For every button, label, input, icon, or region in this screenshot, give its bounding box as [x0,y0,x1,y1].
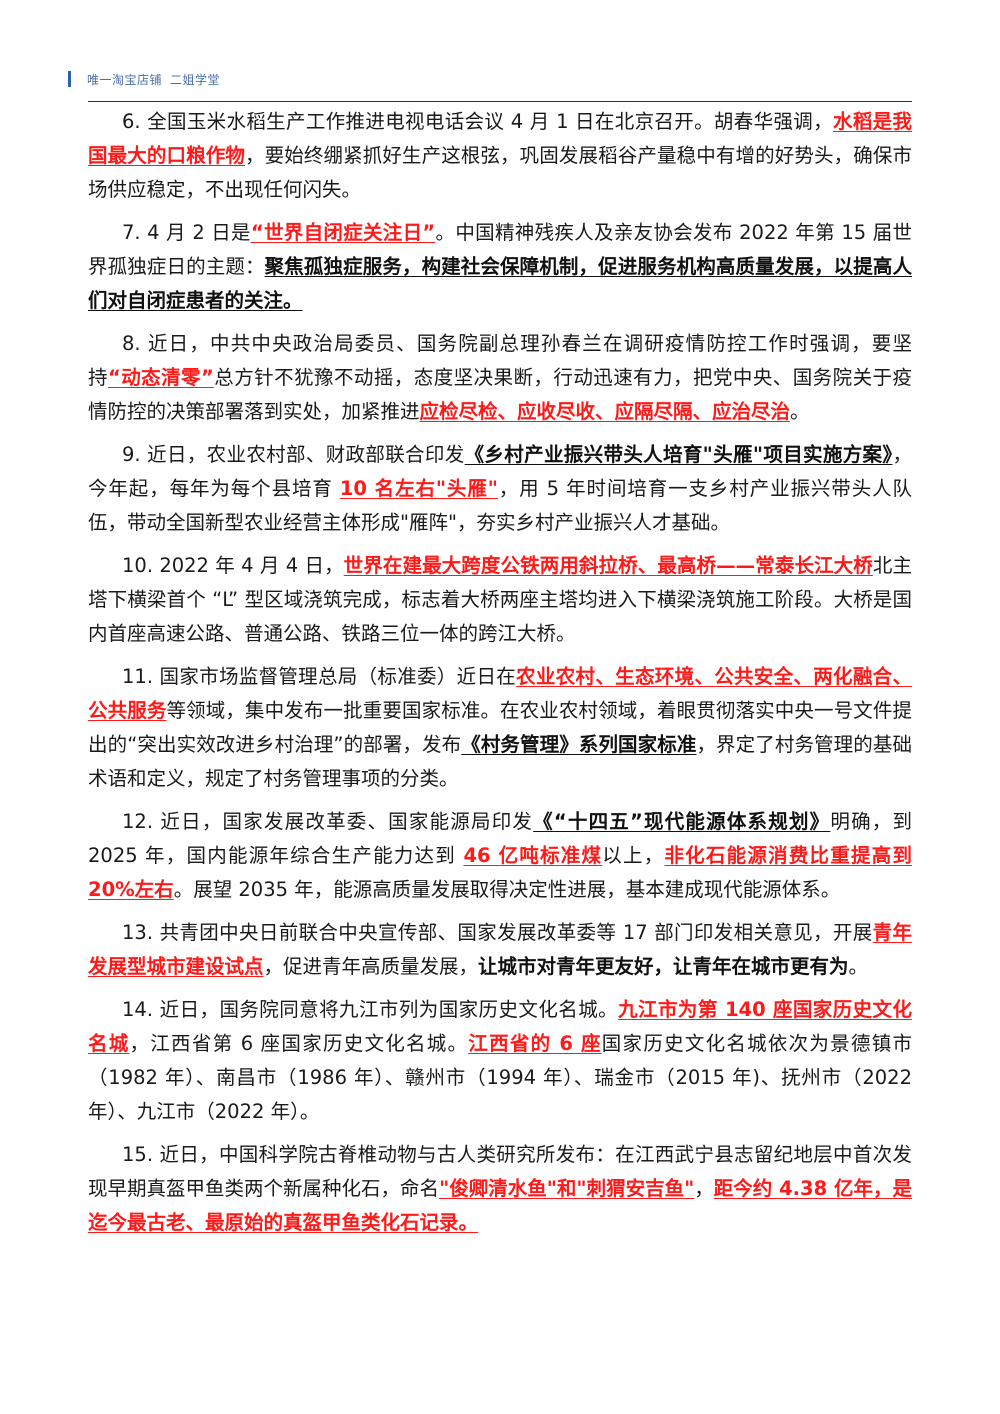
news-item: 6. 全国玉米水稻生产工作推进电视电话会议 4 月 1 日在北京召开。胡春华强调… [88,105,912,207]
document-body: 6. 全国玉米水稻生产工作推进电视电话会议 4 月 1 日在北京召开。胡春华强调… [88,105,912,1249]
text-run: 国家历史文化名城依次为景德镇市（1982 年）、南昌市（1986 年）、赣州市（… [88,1032,912,1123]
page-header: 唯一淘宝店铺二姐学堂 [68,70,220,88]
text-run: 总方针不犹豫不动摇，态度坚决果断，行动迅速有力，把党中央、国务院关于疫情防控的决… [88,366,912,423]
highlight-red-run: 非化石能源消费比重提高到 20%左右 [88,844,912,901]
highlight-red-run: 农业农村、生态环境、公共安全、两化融合、公共服务 [88,665,912,722]
header-divider [88,101,912,102]
text-run: 12. 近日，国家发展改革委、国家能源局印发 [122,810,534,833]
text-run: 。展望 2035 年，能源高质量发展取得决定性进展，基本建成现代能源体系。 [173,878,841,901]
text-run: ， [694,1177,714,1200]
news-item: 9. 近日，农业农村部、财政部联合印发《乡村产业振兴带头人培育"头雁"项目实施方… [88,438,912,540]
text-run: 6. 全国玉米水稻生产工作推进电视电话会议 4 月 1 日在北京召开。胡春华强调… [122,110,833,133]
text-run: 。中国精神残疾人及亲友协会发布 2022 年第 15 届世界孤独症日的主题： [88,221,913,278]
text-run: 明确，到 2025 年，国内能源年综合生产能力达到 [88,810,912,867]
text-run: 8. 近日，中共中央政治局委员、国务院副总理孙春兰在调研疫情防控工作时强调，要坚… [88,332,912,389]
highlight-red-run: 46 亿吨标准煤 [463,844,603,867]
highlight-bold-run: 《乡村产业振兴带头人培育"头雁"项目实施方案》 [464,443,893,466]
highlight-bold-run: 《村务管理》系列国家标准 [461,733,697,756]
text-run: 。 [848,955,869,978]
text-run: ，要始终绷紧抓好生产这根弦，巩固发展稻谷产量稳中有增的好势头，确保市场供应稳定，… [88,144,912,201]
news-item: 10. 2022 年 4 月 4 日，世界在建最大跨度公铁两用斜拉桥、最高桥——… [88,549,912,651]
highlight-red-run: 10 名左右"头雁" [339,477,498,500]
highlight-red-run: "俊卿清水鱼"和"刺猬安吉鱼" [439,1177,695,1200]
news-item: 15. 近日，中国科学院古脊椎动物与古人类研究所发布：在江西武宁县志留纪地层中首… [88,1138,912,1240]
highlight-red-run: 九江市为第 140 座国家历史文化名城 [88,998,912,1055]
header-text: 唯一淘宝店铺二姐学堂 [87,71,220,88]
highlight-red-run: “动态清零” [107,366,214,389]
header-accent-bar [68,71,71,87]
text-run: 11. 国家市场监督管理总局（标准委）近日在 [122,665,517,688]
text-run: 14. 近日，国务院同意将九江市列为国家历史文化名城。 [122,998,619,1021]
text-run: ，用 5 年时间培育一支乡村产业振兴带头人队伍，带动全国新型农业经营主体形成"雁… [88,477,912,534]
text-run: 13. 共青团中央日前联合中央宣传部、国家发展改革委等 17 部门印发相关意见，… [122,921,873,944]
text-run: 北主塔下横梁首个 “L” 型区域浇筑完成，标志着大桥两座主塔均进入下横梁浇筑施工… [88,554,912,645]
highlight-red-run: 青年发展型城市建设试点 [88,921,912,978]
news-item: 8. 近日，中共中央政治局委员、国务院副总理孙春兰在调研疫情防控工作时强调，要坚… [88,327,912,429]
highlight-red-run: 应检尽检、应收尽收、应隔尽隔、应治尽治 [419,400,791,423]
news-item: 7. 4 月 2 日是“世界自闭症关注日”。中国精神残疾人及亲友协会发布 202… [88,216,912,318]
news-item: 14. 近日，国务院同意将九江市列为国家历史文化名城。九江市为第 140 座国家… [88,993,912,1129]
text-run: 。 [790,400,810,423]
news-item: 12. 近日，国家发展改革委、国家能源局印发《“十四五”现代能源体系规划》明确，… [88,805,912,907]
text-run: 15. 近日，中国科学院古脊椎动物与古人类研究所发布：在江西武宁县志留纪地层中首… [88,1143,912,1200]
header-shop-label: 唯一淘宝店铺 [87,72,163,87]
highlight-red-run: 水稻是我国最大的口粮作物 [88,110,912,167]
highlight-red-run: 江西省的 6 座 [468,1032,602,1055]
header-shop-name: 二姐学堂 [170,72,221,87]
text-run: 10. 2022 年 4 月 4 日， [122,554,344,577]
highlight-red-run: “世界自闭症关注日” [250,221,436,244]
text-run: 等领域，集中发布一批重要国家标准。在农业农村领域，着眼贯彻落实中央一号文件提出的… [88,699,912,756]
text-run: 9. 近日，农业农村部、财政部联合印发 [122,443,465,466]
text-run: 7. 4 月 2 日是 [122,221,251,244]
highlight-bold-run: 《“十四五”现代能源体系规划》 [533,810,831,833]
news-item: 11. 国家市场监督管理总局（标准委）近日在农业农村、生态环境、公共安全、两化融… [88,660,912,796]
highlight-red-run: 距今约 4.38 亿年，是迄今最古老、最原始的真盔甲鱼类化石记录。 [88,1177,912,1234]
bold-run: 让城市对青年更友好，让青年在城市更有为 [478,955,849,978]
highlight-bold-run: 聚焦孤独症服务，构建社会保障机制，促进服务机构高质量发展，以提高人们对自闭症患者… [88,255,912,312]
text-run: ，界定了村务管理的基础术语和定义，规定了村务管理事项的分类。 [88,733,912,790]
text-run: 以上， [602,844,665,867]
text-run: ，今年起，每年为每个县培育 [88,443,912,500]
highlight-red-run: 世界在建最大跨度公铁两用斜拉桥、最高桥——常泰长江大桥 [343,554,873,577]
news-item: 13. 共青团中央日前联合中央宣传部、国家发展改革委等 17 部门印发相关意见，… [88,916,912,984]
text-run: ，促进青年高质量发展， [263,955,479,978]
text-run: ，江西省第 6 座国家历史文化名城。 [129,1032,469,1055]
